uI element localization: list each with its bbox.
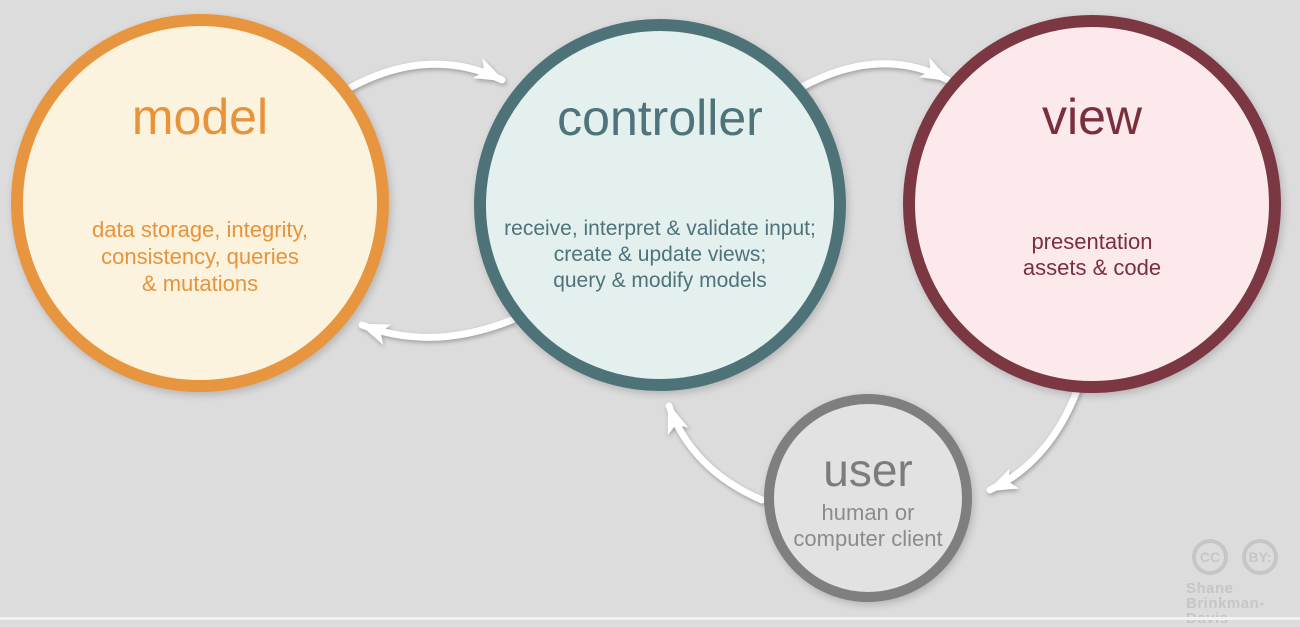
node-controller-title: controller [557, 90, 763, 146]
node-view-description: presentation assets & code [1022, 229, 1162, 280]
cc-icon: CC [1192, 539, 1228, 575]
arrow-model-to-controller-icon [342, 58, 506, 94]
node-view: view presentation assets & code [903, 15, 1281, 393]
license-badges: CC BY: [1186, 539, 1296, 575]
node-user: user human or computer client [764, 394, 972, 602]
node-model-title: model [131, 89, 269, 145]
node-view-title: view [1041, 89, 1143, 145]
arrow-user-to-controller-icon [665, 402, 766, 504]
node-user-description: human or computer client [793, 500, 943, 551]
cc-by-icon: BY: [1242, 539, 1278, 575]
node-user-title: user [823, 444, 913, 496]
arrow-view-to-user-icon [986, 384, 1082, 494]
node-controller: controller receive, interpret & validate… [474, 19, 846, 391]
arrow-controller-to-model-icon [358, 316, 516, 345]
license-attribution: CC BY: Shane Brinkman-Davis [1186, 539, 1296, 626]
bottom-edge-highlight [0, 617, 1300, 620]
node-model-description: data storage, integrity, consistency, qu… [91, 217, 309, 296]
node-model: model data storage, integrity, consisten… [11, 14, 389, 392]
node-controller-description: receive, interpret & validate input; cre… [504, 217, 816, 292]
arrow-controller-to-view-icon [796, 57, 952, 92]
